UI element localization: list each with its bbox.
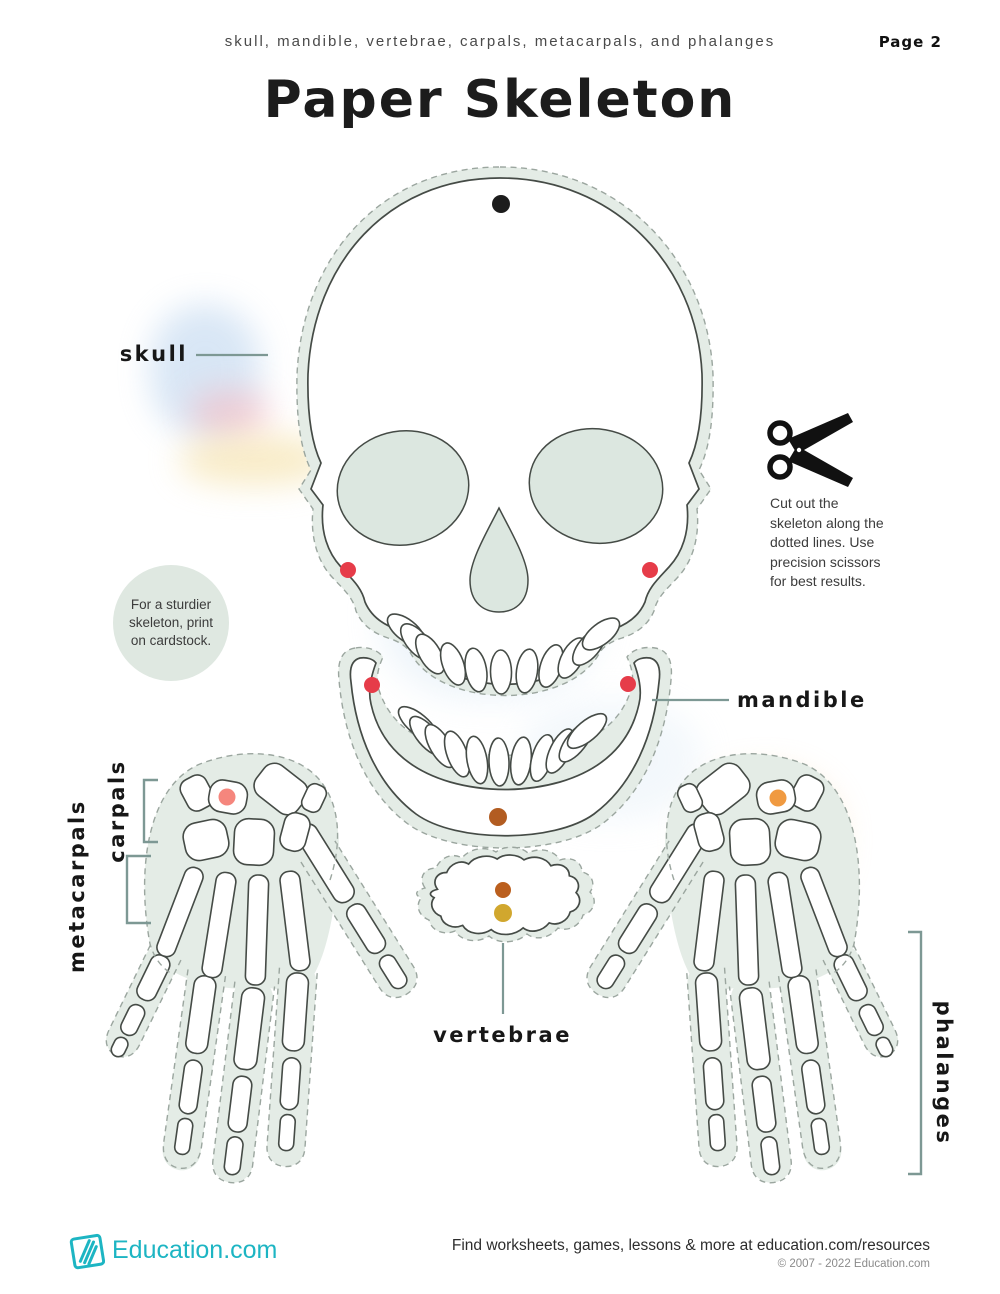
label-lines (125, 353, 923, 1176)
hang-hole-dot (492, 195, 510, 213)
education-pencil-logo (69, 1233, 106, 1270)
assembly-dot-red (642, 562, 658, 578)
footer-copyright: © 2007 - 2022 Education.com (777, 1258, 930, 1270)
assembly-dot-red (620, 676, 636, 692)
right-hand-shape (579, 752, 905, 1186)
footer-resources-text: Find worksheets, games, lessons & more a… (451, 1237, 930, 1254)
assembly-dot-red (364, 677, 380, 693)
eye-sockets (336, 427, 664, 547)
page-number: Page 2 (878, 33, 942, 51)
label-mandible: mandible (737, 688, 867, 712)
label-skull: skull (119, 342, 188, 366)
assembly-dot-rust (489, 808, 507, 826)
upper-teeth (386, 613, 621, 695)
label-carpals: carpals (105, 759, 129, 863)
phalanges-bracket (908, 930, 923, 1176)
scissors-icon (767, 413, 853, 487)
metacarpals-bracket (125, 854, 151, 925)
label-vertebrae: vertebrae (433, 1023, 572, 1047)
label-phalanges: phalanges (932, 1000, 956, 1146)
label-metacarpals: metacarpals (65, 799, 89, 973)
brand-name: Education.com (112, 1236, 278, 1264)
skull-shape (296, 166, 714, 697)
left-hand-shape (99, 752, 425, 1186)
assembly-dot-orange (769, 789, 787, 807)
mandible-shape (337, 646, 673, 849)
carpals-bracket (142, 778, 158, 844)
nose-opening (469, 506, 529, 613)
page-subtitle: skull, mandible, vertebrae, carpals, met… (224, 33, 776, 50)
assembly-dot-gold (494, 904, 512, 922)
assembly-dot-pink (218, 788, 236, 806)
cut-instructions: Cut out the skeleton along the dotted li… (770, 495, 884, 589)
vertebra-shape (415, 846, 595, 943)
assembly-dot-rust (495, 882, 511, 898)
cardstock-note: For a sturdier skeleton, print on cardst… (113, 565, 229, 681)
page-title: Paper Skeleton (263, 70, 737, 130)
assembly-dot-red (340, 562, 356, 578)
lower-teeth (397, 705, 608, 787)
